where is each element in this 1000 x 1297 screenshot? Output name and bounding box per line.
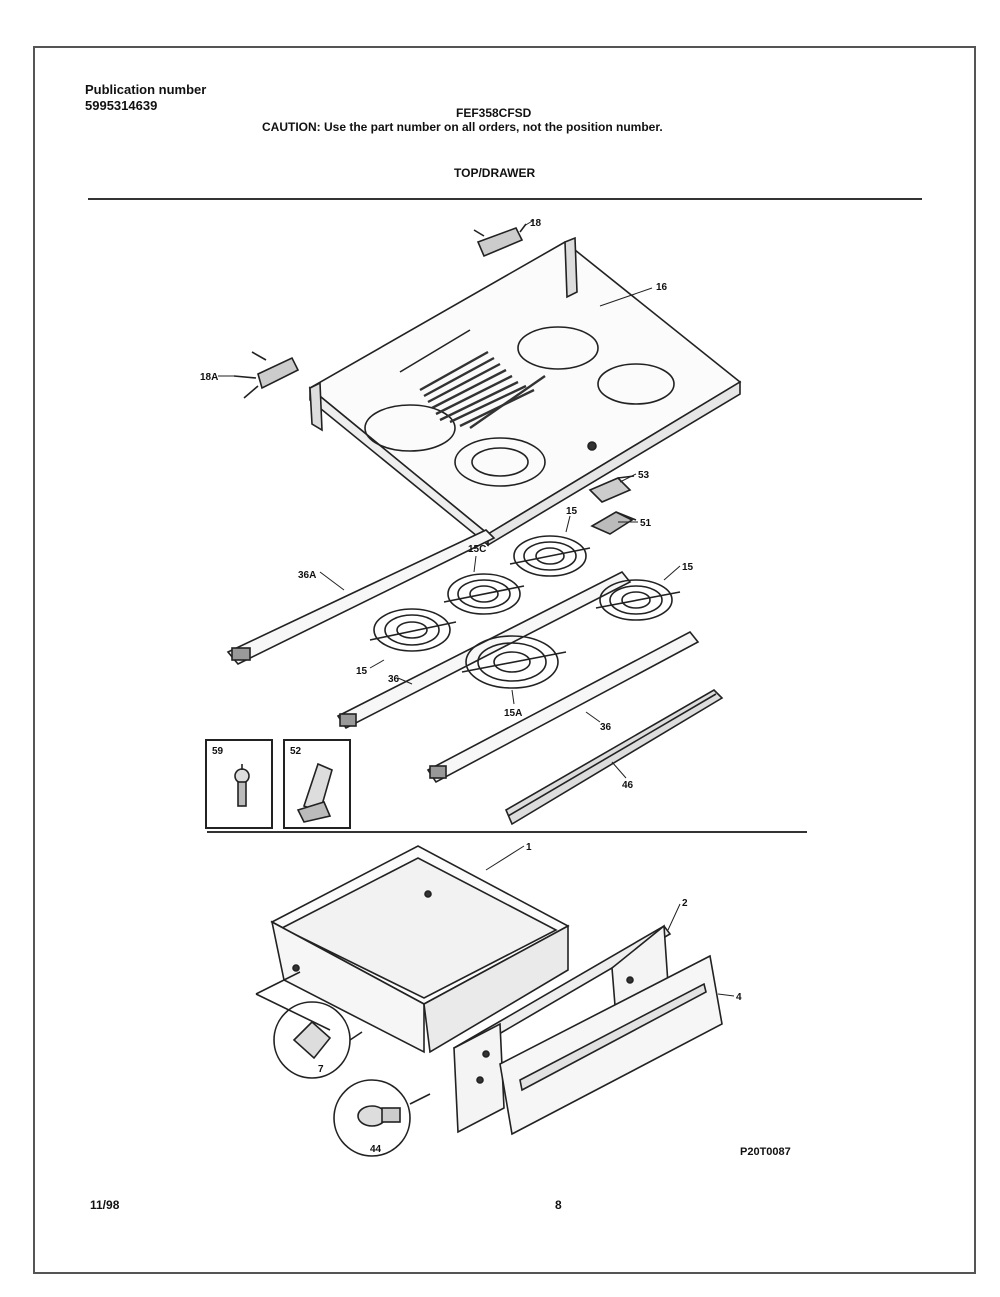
model-number: FEF358CFSD: [456, 106, 532, 120]
trim-46: [504, 689, 724, 826]
drawer-panel: [499, 954, 723, 1136]
element-15-left: [369, 608, 457, 652]
bracket-18a: [233, 351, 300, 399]
publication-label: Publication number: [85, 82, 207, 97]
label-44: 44: [370, 1144, 382, 1155]
label-15a: 15A: [504, 708, 522, 719]
page-number: 8: [555, 1198, 562, 1212]
section-title: TOP/DRAWER: [454, 166, 536, 180]
page-frame: [33, 46, 976, 1274]
caution-note: CAUTION: Use the part number on all orde…: [262, 120, 663, 134]
label-15-top: 15: [566, 506, 578, 517]
element-15c: [443, 573, 525, 615]
label-36a: 36A: [298, 570, 316, 581]
label-4: 4: [736, 992, 742, 1003]
leader-lines: [218, 219, 735, 997]
label-18a: 18A: [200, 372, 218, 383]
callout-circle-7: [273, 1001, 363, 1079]
label-inset-52: 52: [290, 746, 302, 757]
label-18: 18: [530, 218, 542, 229]
bracket-18: [473, 223, 527, 258]
cooktop-part: [308, 236, 742, 547]
element-15-top: [509, 535, 591, 577]
callout-circle-44: [333, 1079, 431, 1157]
section-divider: [207, 831, 807, 833]
element-15-right: [595, 579, 681, 621]
drawer-front-frame: [453, 924, 672, 1134]
support-36a: [226, 529, 496, 665]
inset-box-59: [205, 739, 273, 829]
support-36-left: [336, 570, 632, 730]
label-7: 7: [318, 1064, 324, 1075]
label-36-left: 36: [388, 674, 400, 685]
figure-code: P20T0087: [740, 1146, 791, 1158]
part-51: [590, 511, 637, 535]
label-16: 16: [656, 282, 668, 293]
revision-date: 11/98: [90, 1198, 120, 1212]
label-51: 51: [640, 518, 652, 529]
element-15a: [461, 635, 567, 689]
header-divider: [88, 198, 922, 200]
label-36-right: 36: [600, 722, 612, 733]
label-53: 53: [638, 470, 650, 481]
label-15-left: 15: [356, 666, 368, 677]
support-36-right: [426, 630, 700, 784]
label-1: 1: [526, 842, 532, 853]
label-15c: 15C: [468, 544, 486, 555]
publication-number: 5995314639: [85, 98, 158, 113]
label-inset-59: 59: [212, 746, 224, 757]
label-15-right: 15: [682, 562, 694, 573]
label-2: 2: [682, 898, 688, 909]
inset-box-52: [283, 739, 351, 829]
label-46: 46: [622, 780, 634, 791]
part-labels: 18 16 18A 53 15 51 15C 36A 15 15 36 15A …: [200, 218, 742, 1155]
drawer-body: [255, 845, 570, 1054]
